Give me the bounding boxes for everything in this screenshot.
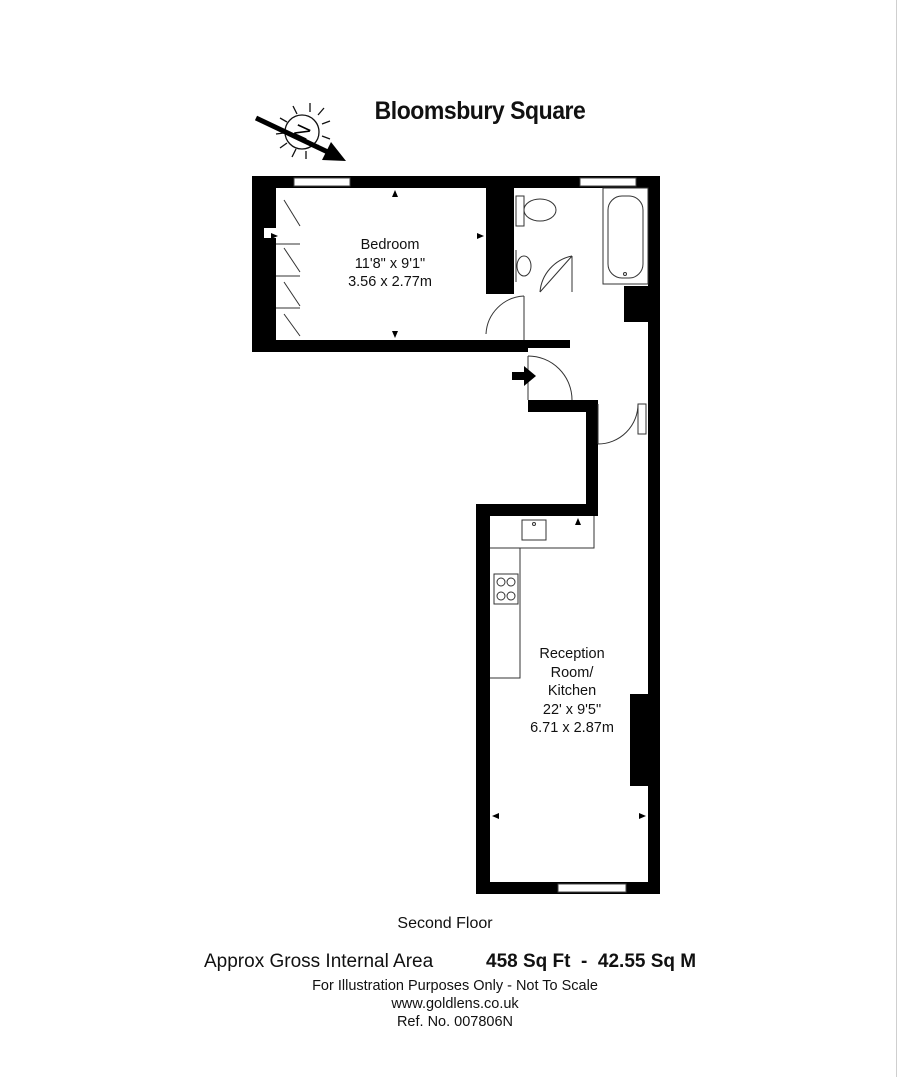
entrance-arrow-icon <box>512 366 536 386</box>
bedroom-metric: 3.56 x 2.77m <box>348 274 432 290</box>
fixtures <box>276 187 649 679</box>
disclaimer: For Illustration Purposes Only - Not To … <box>312 978 598 994</box>
floor-name: Second Floor <box>397 915 493 932</box>
page-edge-rule <box>896 0 897 1077</box>
compass-letter: N <box>290 121 316 143</box>
area-value: 458 Sq Ft - 42.55 Sq M <box>486 951 697 972</box>
reference-number: Ref. No. 007806N <box>396 1014 514 1030</box>
reception-label: Reception Room/ Kitchen 22' x 9'5" 6.71 … <box>510 645 634 738</box>
walls <box>252 176 660 894</box>
reception-name-3: Kitchen <box>547 683 597 699</box>
reception-metric: 6.71 x 2.87m <box>530 720 614 736</box>
bedroom-label: Bedroom 11'8" x 9'1" 3.56 x 2.77m <box>330 236 450 292</box>
dimension-markers <box>271 190 646 819</box>
reception-name-1: Reception <box>539 646 605 662</box>
plan-title: Bloomsbury Square <box>374 97 586 125</box>
reception-imperial: 22' x 9'5" <box>542 701 602 718</box>
website-link[interactable]: www.goldlens.co.uk <box>391 996 519 1012</box>
reception-name-2: Room/ <box>550 664 594 681</box>
bedroom-imperial: 11'8" x 9'1" <box>354 255 426 272</box>
area-label: Approx Gross Internal Area <box>204 951 434 972</box>
windows <box>293 177 637 893</box>
bedroom-name: Bedroom <box>360 237 420 253</box>
north-arrow-icon: N <box>254 103 346 161</box>
